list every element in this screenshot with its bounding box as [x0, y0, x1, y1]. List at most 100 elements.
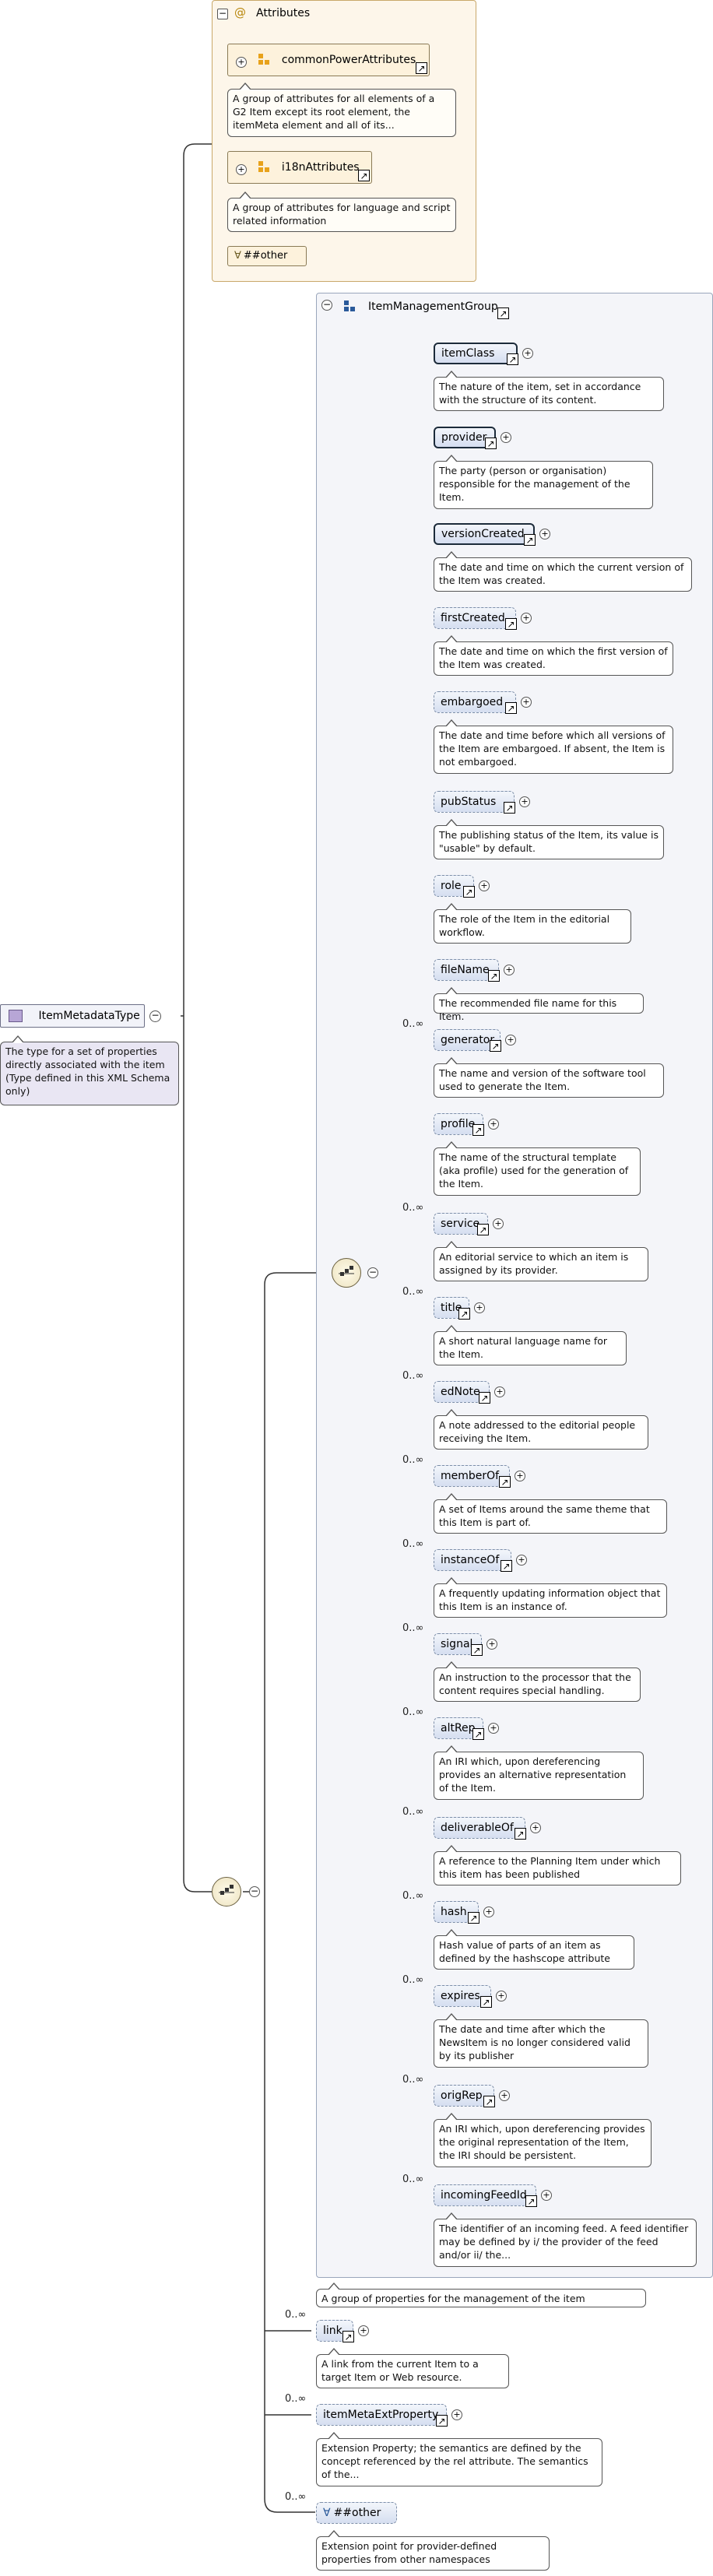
- link-arrow-icon[interactable]: ↗: [479, 1392, 490, 1404]
- expand-icon[interactable]: +: [358, 2325, 369, 2336]
- collapse-icon[interactable]: −: [321, 299, 332, 311]
- expand-icon[interactable]: +: [505, 1035, 516, 1046]
- link-arrow-icon[interactable]: ↗: [342, 2331, 354, 2342]
- element-description: Extension point for provider-defined pro…: [316, 2530, 550, 2571]
- link-arrow-icon[interactable]: ↗: [524, 534, 536, 546]
- element-label: service: [441, 1218, 480, 1230]
- expand-icon[interactable]: +: [530, 1822, 541, 1833]
- attribute-description: A group of attributes for language and s…: [227, 192, 456, 232]
- link-arrow-icon[interactable]: ↗: [485, 438, 497, 449]
- link-arrow-icon[interactable]: ↗: [499, 1476, 511, 1488]
- outer-element-other[interactable]: ∀##other: [316, 2502, 397, 2524]
- collapse-icon[interactable]: −: [217, 8, 228, 19]
- cardinality-label: 0..∞: [402, 1370, 424, 1382]
- collapse-icon[interactable]: −: [149, 1010, 161, 1022]
- expand-icon[interactable]: +: [521, 613, 532, 624]
- cardinality-label: 0..∞: [402, 2174, 424, 2185]
- expand-icon[interactable]: +: [488, 1119, 499, 1130]
- expand-icon[interactable]: +: [504, 965, 515, 975]
- any-attribute-label: ##other: [243, 250, 288, 262]
- element-description: An editorial service to which an item is…: [434, 1241, 648, 1281]
- at-sign-icon: @: [234, 5, 246, 19]
- link-arrow-icon[interactable]: ↗: [471, 1644, 483, 1656]
- expand-icon[interactable]: +: [521, 697, 532, 708]
- group-element-deliverableof[interactable]: deliverableOf: [434, 1817, 525, 1839]
- attributes-panel: − @ Attributes: [212, 0, 476, 282]
- element-description: The identifier of an incoming feed. A fe…: [434, 2212, 697, 2267]
- attribute-group-commonpowerattributes[interactable]: + commonPowerAttributes: [227, 44, 430, 76]
- group-element-service[interactable]: service: [434, 1213, 488, 1235]
- expand-icon[interactable]: +: [486, 1639, 497, 1650]
- group-element-provider[interactable]: provider: [434, 427, 496, 448]
- group-element-altrep[interactable]: altRep: [434, 1717, 483, 1739]
- expand-icon[interactable]: +: [501, 432, 511, 443]
- element-description: The party (person or organisation) respo…: [434, 455, 653, 509]
- link-arrow-icon[interactable]: ↗: [501, 1560, 512, 1572]
- type-itemmetadatatype[interactable]: ItemMetadataType: [0, 1004, 145, 1028]
- link-arrow-icon[interactable]: ↗: [463, 886, 475, 898]
- group-element-firstcreated[interactable]: firstCreated: [434, 607, 516, 629]
- link-arrow-icon[interactable]: ↗: [436, 2415, 448, 2427]
- attribute-group-i18nattributes[interactable]: + i18nAttributes: [227, 151, 372, 184]
- expand-icon[interactable]: +: [493, 1218, 504, 1229]
- expand-icon[interactable]: +: [499, 2090, 510, 2101]
- element-label: fileName: [441, 964, 490, 976]
- link-arrow-icon[interactable]: ↗: [505, 702, 517, 714]
- expand-icon[interactable]: +: [539, 529, 550, 539]
- outer-element-itemmetaextproperty[interactable]: itemMetaExtProperty: [316, 2404, 447, 2426]
- group-element-pubstatus[interactable]: pubStatus: [434, 791, 515, 813]
- any-attribute-other[interactable]: ∀##other: [227, 246, 307, 266]
- expand-icon[interactable]: +: [519, 796, 530, 807]
- element-description: Extension Property; the semantics are de…: [316, 2432, 602, 2486]
- group-element-instanceof[interactable]: instanceOf: [434, 1549, 511, 1571]
- link-arrow-icon[interactable]: ↗: [480, 1996, 492, 2008]
- link-arrow-icon[interactable]: ↗: [525, 2195, 537, 2207]
- group-element-incomingfeedid[interactable]: incomingFeedId: [434, 2184, 536, 2206]
- link-arrow-icon[interactable]: ↗: [497, 308, 509, 319]
- link-arrow-icon[interactable]: ↗: [358, 170, 370, 181]
- link-arrow-icon[interactable]: ↗: [472, 1124, 484, 1136]
- group-element-embargoed[interactable]: embargoed: [434, 691, 516, 713]
- sequence-compositor-icon[interactable]: [212, 1877, 241, 1907]
- expand-icon[interactable]: +: [496, 1991, 507, 2001]
- expand-icon[interactable]: +: [494, 1386, 505, 1397]
- link-arrow-icon[interactable]: ↗: [468, 1912, 479, 1924]
- link-arrow-icon[interactable]: ↗: [477, 1224, 489, 1235]
- link-arrow-icon[interactable]: ↗: [515, 1828, 526, 1840]
- link-arrow-icon[interactable]: ↗: [458, 1308, 470, 1320]
- expand-icon[interactable]: +: [451, 2409, 462, 2420]
- link-arrow-icon[interactable]: ↗: [504, 802, 515, 814]
- expand-icon[interactable]: +: [236, 57, 247, 68]
- link-arrow-icon[interactable]: ↗: [472, 1728, 484, 1740]
- link-arrow-icon[interactable]: ↗: [488, 970, 500, 982]
- group-element-generator[interactable]: generator: [434, 1029, 501, 1051]
- cardinality-label: 0..∞: [402, 1538, 424, 1550]
- link-arrow-icon[interactable]: ↗: [416, 62, 427, 74]
- element-description: The name of the structural template (aka…: [434, 1141, 641, 1196]
- group-element-memberof[interactable]: memberOf: [434, 1465, 510, 1487]
- element-description: A reference to the Planning Item under w…: [434, 1845, 681, 1885]
- link-arrow-icon[interactable]: ↗: [490, 1040, 501, 1052]
- expand-icon[interactable]: +: [522, 348, 533, 359]
- link-arrow-icon[interactable]: ↗: [505, 618, 517, 630]
- collapse-icon[interactable]: −: [249, 1885, 260, 1897]
- collapse-icon[interactable]: −: [367, 1267, 378, 1278]
- element-label: link: [323, 2325, 342, 2337]
- expand-icon[interactable]: +: [236, 164, 247, 175]
- element-label: role: [441, 880, 462, 892]
- cardinality-label: 0..∞: [402, 1454, 424, 1466]
- expand-icon[interactable]: +: [474, 1302, 485, 1313]
- cardinality-label: 0..∞: [285, 2491, 307, 2503]
- sequence-compositor-icon[interactable]: [332, 1258, 361, 1288]
- expand-icon[interactable]: +: [541, 2190, 552, 2201]
- expand-icon[interactable]: +: [515, 1471, 525, 1481]
- link-arrow-icon[interactable]: ↗: [483, 2096, 495, 2107]
- expand-icon[interactable]: +: [488, 1723, 499, 1734]
- group-element-itemclass[interactable]: itemClass: [434, 343, 518, 364]
- expand-icon[interactable]: +: [479, 880, 490, 891]
- expand-icon[interactable]: +: [483, 1907, 494, 1917]
- element-label: itemMetaExtProperty: [323, 2409, 439, 2421]
- link-arrow-icon[interactable]: ↗: [507, 353, 518, 365]
- expand-icon[interactable]: +: [516, 1555, 527, 1566]
- group-element-versioncreated[interactable]: versionCreated: [434, 523, 535, 545]
